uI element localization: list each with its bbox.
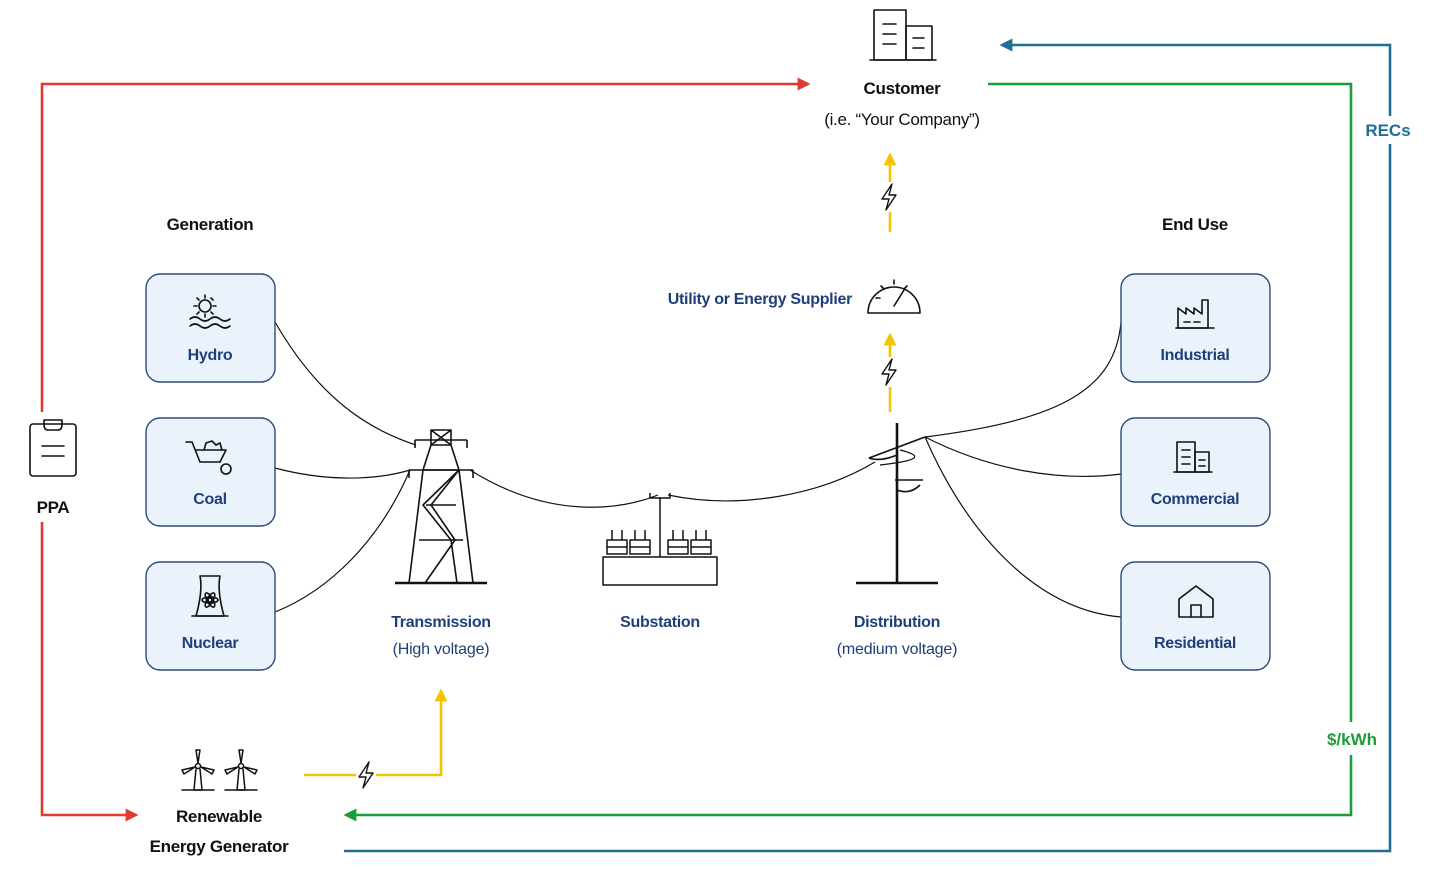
nuclear-plant-icon	[191, 575, 229, 617]
power-lines	[274, 321, 1122, 618]
renewable-title-line1: Renewable	[176, 807, 262, 826]
transmission-title: Transmission	[391, 614, 491, 631]
ppa-flow-lines	[40, 77, 811, 822]
end-use-item-residential: Residential	[1120, 561, 1271, 671]
generation-label-nuclear: Nuclear	[182, 635, 239, 652]
factory-icon	[1175, 299, 1215, 329]
electricity-arrow-to-transmission	[304, 688, 448, 777]
customer-node: Customer (i.e. “Your Company”)	[824, 9, 980, 129]
distribution-title: Distribution	[854, 614, 940, 631]
transmission-tower-icon	[395, 429, 487, 585]
lightning-bolt-icon	[880, 182, 898, 212]
clipboard-icon	[29, 419, 77, 477]
generation-heading: Generation	[167, 215, 254, 234]
substation-icon	[602, 493, 718, 586]
utility-title: Utility or Energy Supplier	[668, 291, 852, 308]
wind-turbines-icon	[181, 749, 258, 791]
renewable-title-line2: Energy Generator	[150, 837, 289, 856]
lightning-bolt-icon	[356, 761, 376, 789]
customer-subtitle: (i.e. “Your Company”)	[824, 110, 980, 129]
generation-label-coal: Coal	[193, 491, 226, 508]
coal-cart-icon	[185, 440, 232, 475]
generation-label-hydro: Hydro	[188, 347, 233, 364]
lightning-bolt-icon	[880, 357, 898, 387]
ppa-node: PPA	[29, 419, 77, 517]
end-use-item-commercial: Commercial	[1120, 417, 1271, 527]
distribution-subtitle: (medium voltage)	[837, 641, 957, 658]
ppa-arrow-to-renewable	[40, 522, 139, 822]
recs-arrow-to-customer	[344, 38, 1392, 853]
generation-item-nuclear: Nuclear	[145, 561, 276, 671]
transmission-subtitle: (High voltage)	[393, 641, 490, 658]
generation-item-hydro: Hydro	[145, 273, 276, 383]
end-use-heading: End Use	[1162, 215, 1228, 234]
ppa-label: PPA	[37, 498, 70, 517]
end-use-label-residential: Residential	[1154, 635, 1236, 652]
customer-building-icon	[869, 9, 937, 61]
generation-item-coal: Coal	[145, 417, 276, 527]
customer-title: Customer	[864, 79, 942, 98]
end-use-item-industrial: Industrial	[1120, 273, 1271, 383]
end-use-label-industrial: Industrial	[1160, 347, 1229, 364]
recs-flow-line	[344, 38, 1392, 853]
end-use-label-commercial: Commercial	[1151, 491, 1240, 508]
ppa-arrow-to-customer	[40, 77, 811, 412]
distribution-pole-icon	[856, 423, 938, 585]
substation-title: Substation	[620, 614, 700, 631]
price-arrow-to-renewable	[346, 82, 1353, 815]
hydro-icon	[189, 294, 231, 329]
office-building-icon	[1173, 441, 1213, 473]
recs-label: RECs	[1365, 121, 1410, 140]
meter-gauge-icon	[867, 279, 921, 314]
price-label: $/kWh	[1327, 730, 1377, 749]
price-flow-line	[346, 82, 1353, 815]
house-icon	[1178, 585, 1214, 618]
electricity-flows	[304, 152, 898, 789]
